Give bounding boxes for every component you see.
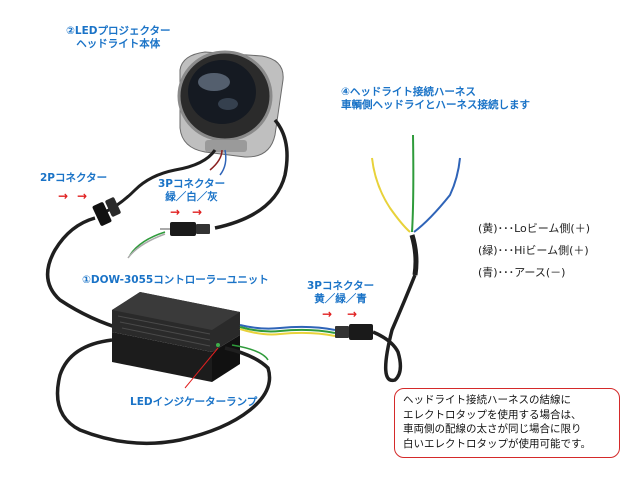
label-2p-connector: 2Pコネクター	[40, 172, 108, 184]
connector-3p-green-white-gray	[160, 222, 210, 236]
arrow-3p-top-left: →	[170, 205, 181, 219]
arrow-2p-right: →	[77, 189, 88, 203]
label-3p-connector-top-line1: 3Pコネクター	[158, 178, 226, 190]
label-headlight-harness-line2: 車輌側ヘッドライとハーネス接続します	[341, 99, 530, 111]
label-led-projector-line2: ヘッドライト本体	[76, 38, 161, 50]
legend-yellow: (黄)･･･Loビーム側(＋)	[478, 222, 591, 235]
connector-3p-yellow-green-blue	[335, 324, 373, 340]
label-3p-connector-right-line2: 黄／緑／青	[314, 293, 367, 305]
label-headlight-harness: ④ヘッドライト接続ハーネス 車輌側ヘッドライとハーネス接続します	[341, 86, 530, 112]
connector-2p	[92, 197, 121, 226]
legend-blue: (青)･･･アース(－)	[478, 266, 566, 279]
electro-tap-note: ヘッドライト接続ハーネスの結線に エレクトロタップを使用する場合は、 車両側の配…	[394, 388, 620, 458]
arrow-3p-top-right: →	[192, 205, 203, 219]
label-headlight-harness-line1: ④ヘッドライト接続ハーネス	[341, 86, 476, 98]
led-projector-headlight	[177, 50, 284, 158]
arrow-2p-left: →	[58, 189, 69, 203]
label-led-projector-line1: ②LEDプロジェクター	[66, 25, 171, 37]
label-3p-connector-top: 3Pコネクター 緑／白／灰	[158, 178, 225, 204]
label-indicator-lamp: LEDインジケーターランプ	[130, 396, 258, 408]
label-led-projector: ②LEDプロジェクター ヘッドライト本体	[66, 25, 171, 51]
arrow-3p-right-right: →	[347, 307, 358, 321]
legend-green: (緑)･･･Hiビーム側(＋)	[478, 244, 589, 257]
label-3p-connector-right-line1: 3Pコネクター	[307, 280, 375, 292]
wire-color-legend: (黄)･･･Loビーム側(＋) (緑)･･･Hiビーム側(＋) (青)･･･アー…	[478, 218, 590, 284]
note-line-3: 車両側の配線の太さが同じ場合に限り	[403, 423, 582, 435]
note-line-1: ヘッドライト接続ハーネスの結線に	[403, 394, 571, 406]
controller-unit	[112, 292, 240, 382]
arrow-3p-right-left: →	[322, 307, 333, 321]
label-3p-connector-top-line2: 緑／白／灰	[165, 191, 218, 203]
note-line-4: 白いエレクトロタップが使用可能です。	[403, 437, 591, 450]
label-3p-connector-right: 3Pコネクター 黄／緑／青	[307, 280, 374, 306]
label-controller-unit: ①DOW-3055コントローラーユニット	[82, 274, 269, 286]
note-line-2: エレクトロタップを使用する場合は、	[403, 408, 582, 421]
